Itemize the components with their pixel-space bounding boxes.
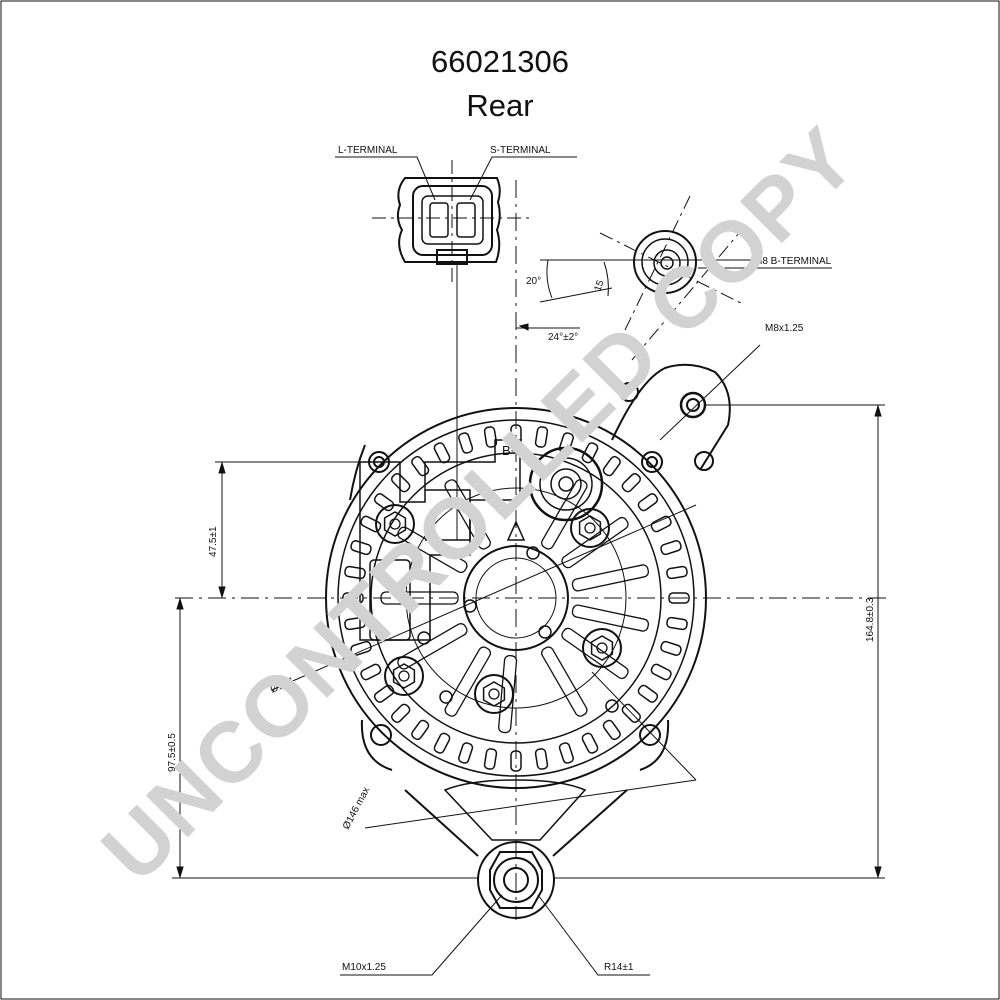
- cover-bolt: [384, 656, 424, 696]
- cooling-slot: [602, 719, 621, 741]
- l-terminal-label: L-TERMINAL: [338, 145, 398, 156]
- connector-plug: [372, 160, 530, 285]
- cover-spoke: [541, 479, 588, 550]
- cooling-slot: [534, 748, 549, 770]
- cooling-slot: [668, 592, 690, 604]
- cooling-slot: [650, 663, 672, 681]
- cooling-slot: [558, 742, 574, 764]
- cooling-slot: [483, 426, 498, 448]
- view-name-title: Rear: [466, 88, 534, 123]
- cooling-slot: [510, 750, 522, 772]
- cooling-slot: [433, 442, 451, 464]
- cooling-slot: [510, 424, 522, 446]
- cooling-slot: [534, 426, 549, 448]
- cover-spoke: [561, 627, 629, 680]
- alternator-housing: [175, 407, 890, 789]
- cooling-slot: [373, 493, 395, 512]
- cover-spoke: [380, 591, 459, 605]
- cooling-slot: [391, 473, 411, 493]
- cooling-slot: [411, 455, 430, 477]
- cooling-slot: [433, 732, 451, 754]
- dim-97-5-label: 97.5±0.5: [167, 733, 178, 772]
- cover-bolt: [570, 508, 610, 548]
- bottom-leaders: [340, 894, 650, 976]
- cover-bolt: [582, 628, 622, 668]
- cooling-slot: [666, 565, 688, 580]
- dim-164-8: [553, 404, 885, 879]
- cooling-slot: [360, 515, 382, 533]
- cooling-slot: [581, 442, 599, 464]
- diameter-leaders: [271, 504, 697, 829]
- bottom-radius-label: R14±1: [604, 962, 634, 973]
- m8-leader: [659, 344, 761, 441]
- cooling-slot: [360, 663, 382, 681]
- cooling-slot: [666, 616, 688, 631]
- dia-146-label: Ø146 max: [341, 786, 372, 832]
- small-hole: [538, 625, 552, 639]
- cooling-slot: [621, 473, 641, 493]
- angle-24-dimension: [516, 323, 580, 331]
- small-hole: [417, 631, 431, 645]
- cooling-slot: [637, 493, 659, 512]
- s-terminal-label: S-TERMINAL: [490, 145, 551, 156]
- regulator-block: [359, 439, 521, 641]
- cooling-slot: [344, 616, 366, 631]
- cooling-slot: [344, 565, 366, 580]
- angle-24-label: 24°±2°: [548, 332, 578, 343]
- dim-47-5-label: 47.5±1: [208, 526, 219, 557]
- dim-47-5: [215, 461, 370, 599]
- cover-spoke: [444, 646, 492, 717]
- cooling-slot: [581, 732, 599, 754]
- cover-spoke: [498, 654, 518, 734]
- dim-97-5: [172, 597, 478, 879]
- cooling-slot: [391, 703, 411, 723]
- cooling-slot: [483, 748, 498, 770]
- cooling-slot: [660, 540, 682, 556]
- dim-164-8-label: 164.8±0.3: [865, 597, 876, 642]
- cooling-slot: [637, 684, 659, 703]
- cooling-slot: [660, 640, 682, 656]
- b-plus-stud: [528, 446, 604, 522]
- small-hole: [439, 690, 453, 704]
- cooling-slot-ring: [342, 424, 690, 772]
- cooling-slot: [602, 455, 621, 477]
- cooling-slot: [373, 684, 395, 703]
- bottom-mounting-lug: [404, 779, 628, 919]
- cooling-slot: [458, 742, 474, 764]
- dim-15-label: 15: [592, 278, 606, 293]
- cover-spoke: [541, 646, 588, 717]
- cooling-slot: [342, 592, 364, 604]
- cooling-slot: [350, 640, 372, 656]
- b-plus-mark: B+: [502, 443, 518, 458]
- indicator-arrow: [506, 520, 526, 541]
- cooling-slot: [458, 432, 474, 454]
- bottom-thread-label: M10x1.25: [342, 962, 386, 973]
- terminal-leaders: [335, 156, 577, 201]
- b-terminal-label: M8 B-TERMINAL: [754, 256, 832, 267]
- part-number-title: 66021306: [431, 44, 569, 79]
- cover-spoke: [571, 564, 650, 592]
- cover-bolt: [375, 504, 415, 544]
- cooling-slot: [650, 515, 672, 533]
- cover-spoke: [444, 479, 491, 550]
- small-hole: [526, 546, 540, 560]
- cover-bolts: [375, 504, 622, 714]
- small-hole: [605, 699, 619, 713]
- top-thread-label: M8x1.25: [765, 323, 804, 334]
- cover-spoke: [571, 604, 650, 632]
- cover-bolt: [474, 674, 514, 714]
- cooling-slot: [411, 719, 430, 741]
- angle-20-label: 20°: [526, 276, 541, 287]
- b-terminal-detail: [539, 195, 832, 361]
- cooling-slot: [558, 432, 574, 454]
